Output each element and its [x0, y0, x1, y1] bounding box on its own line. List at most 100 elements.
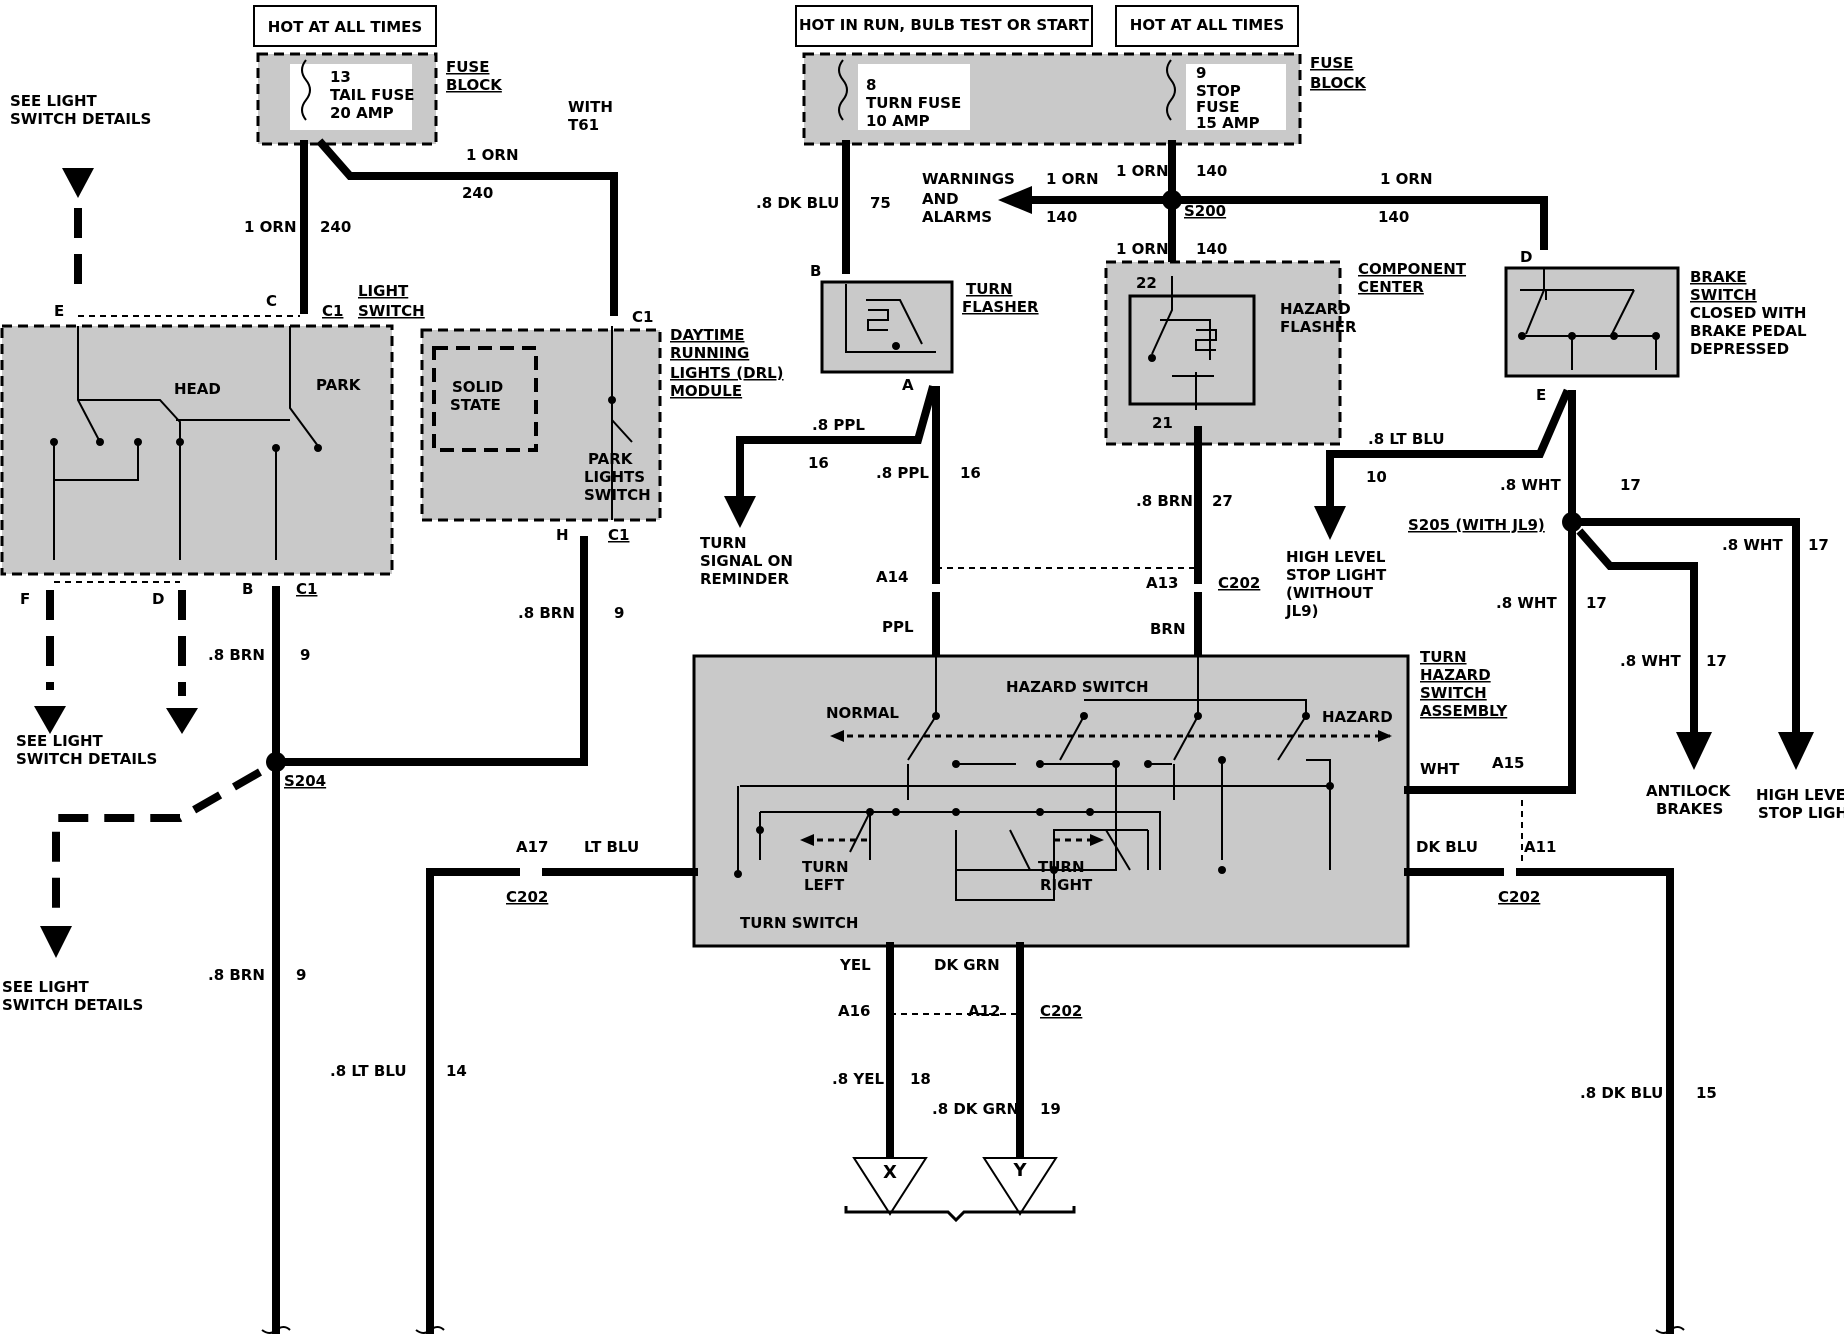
- wire-label-1orn-d: 1 ORN: [1116, 240, 1169, 258]
- see-light-switch-note-mid-2: SWITCH DETAILS: [16, 750, 157, 768]
- offpage-connector-y: Y: [982, 1157, 1058, 1216]
- see-light-switch-note-bottom: SEE LIGHT: [2, 978, 90, 996]
- stop-fuse-name: STOP: [1196, 82, 1241, 100]
- wire-wht-antilock: [1576, 528, 1698, 736]
- wire-ltblu-label: LT BLU: [584, 838, 639, 856]
- svg-text:HOT AT ALL TIMES: HOT AT ALL TIMES: [1130, 16, 1284, 34]
- wire-label-8wht-d: .8 WHT: [1722, 536, 1783, 554]
- wire-orn-140-brake: [1178, 196, 1548, 250]
- fuse-block-label-right-2: BLOCK: [1310, 74, 1367, 92]
- park-lights-switch-label: PARK: [588, 450, 634, 468]
- wire-circuit-9-a: 9: [300, 646, 310, 664]
- hazard-flasher-pin-21: 21: [1152, 414, 1173, 432]
- drl-module-box: [420, 328, 662, 522]
- hot-label-tail: HOT AT ALL TIMES: [253, 5, 437, 47]
- wire-label-8ltblu-14: .8 LT BLU: [330, 1062, 407, 1080]
- arrow-out-s204: [40, 926, 72, 958]
- wire-tail-to-drl: [316, 138, 618, 316]
- solid-state-label: SOLID: [452, 378, 503, 396]
- connector-a13: A13: [1146, 574, 1178, 592]
- turn-left-label: TURN: [802, 858, 849, 876]
- splice-s205-label: S205 (WITH JL9): [1408, 516, 1545, 534]
- wire-ppl-to-reminder: [736, 385, 937, 502]
- drl-c1-top: C1: [632, 308, 653, 326]
- connector-c202-bottom: C202: [1040, 1002, 1082, 1020]
- wire-label-8ppl-b: .8 PPL: [876, 464, 929, 482]
- park-lights-switch-label-2: LIGHTS: [584, 468, 645, 486]
- tail-fuse-symbol: [301, 59, 311, 121]
- brake-switch-label: BRAKE: [1690, 268, 1746, 286]
- brake-switch-box: [1504, 266, 1680, 378]
- drl-module-label-4: MODULE: [670, 382, 742, 400]
- drl-c1-bottom: C1: [608, 526, 629, 544]
- wire-circuit-27: 27: [1212, 492, 1233, 510]
- light-switch-pin-b: B: [242, 580, 253, 598]
- turn-right-label: TURN: [1038, 858, 1085, 876]
- wire-label-1orn-b: 1 ORN: [244, 218, 297, 236]
- turn-fuse-symbol: [838, 59, 848, 121]
- turn-hazard-assembly-label: TURN: [1420, 648, 1467, 666]
- tail-fuse-name: TAIL FUSE: [330, 86, 415, 104]
- antilock-note: ANTILOCK: [1646, 782, 1732, 800]
- splice-s200-label: S200: [1184, 202, 1226, 220]
- splice-s204: [266, 752, 286, 772]
- drl-pin-h: H: [556, 526, 569, 544]
- wire-circuit-19: 19: [1040, 1100, 1061, 1118]
- light-switch-c1-top: C1: [322, 302, 343, 320]
- connector-a12: A12: [968, 1002, 1000, 1020]
- hazard-flasher-box: [1128, 294, 1256, 406]
- wire-circuit-16-b: 16: [960, 464, 981, 482]
- turn-hazard-switch-assembly: [692, 654, 1410, 948]
- wire-label-1orn-e: 1 ORN: [1380, 170, 1433, 188]
- light-switch-label: LIGHT: [358, 282, 409, 300]
- turn-switch-label: TURN SWITCH: [740, 914, 858, 932]
- fuse-block-label-left-2: BLOCK: [446, 76, 503, 94]
- wire-circuit-140-c: 140: [1196, 162, 1227, 180]
- turn-signal-reminder-note-2: SIGNAL ON: [700, 552, 793, 570]
- light-switch-pin-c: C: [266, 292, 277, 310]
- arrow-turn-reminder: [724, 496, 756, 528]
- turn-flasher-label-2: FLASHER: [962, 298, 1039, 316]
- drl-module-label-2: RUNNING: [670, 344, 749, 362]
- wire-label-8dkgrn-19: .8 DK GRN: [932, 1100, 1019, 1118]
- turn-left-label-2: LEFT: [804, 876, 845, 894]
- connector-a14: A14: [876, 568, 908, 586]
- bracket-xy: [844, 1206, 1076, 1223]
- turn-fuse-name: TURN FUSE: [866, 94, 961, 112]
- wire-brn-label: BRN: [1150, 620, 1186, 638]
- connector-c202-top: C202: [1218, 574, 1260, 592]
- wire-label-8yel-18: .8 YEL: [832, 1070, 884, 1088]
- high-level-without-note-3: (WITHOUT: [1286, 584, 1374, 602]
- wire-circuit-75: 75: [870, 194, 891, 212]
- head-label: HEAD: [174, 380, 221, 398]
- hot-label-stop: HOT AT ALL TIMES: [1115, 5, 1299, 47]
- brake-switch-label-3: CLOSED WITH: [1690, 304, 1806, 322]
- light-switch-pin-f: F: [20, 590, 30, 608]
- hot-label-run: HOT IN RUN, BULB TEST OR START: [795, 5, 1093, 47]
- wire-label-8dkblu-75: .8 DK BLU: [756, 194, 839, 212]
- wire-label-8ppl-a: .8 PPL: [812, 416, 865, 434]
- wire-dkblu-15: [1516, 868, 1674, 1334]
- svg-text:X: X: [883, 1162, 897, 1183]
- wire-ppl-label: PPL: [882, 618, 914, 636]
- normal-label: NORMAL: [826, 704, 899, 722]
- hazard-flasher-label-2: FLASHER: [1280, 318, 1357, 336]
- wire-circuit-140-d: 140: [1196, 240, 1227, 258]
- light-switch-label-2: SWITCH: [358, 302, 425, 320]
- wire-circuit-9-b: 9: [296, 966, 306, 984]
- park-lights-switch-label-3: SWITCH: [584, 486, 651, 504]
- see-light-switch-note-bottom-2: SWITCH DETAILS: [2, 996, 143, 1014]
- wire-dkgrn-label: DK GRN: [934, 956, 1000, 974]
- wire-label-8wht-b: .8 WHT: [1496, 594, 1557, 612]
- connector-c202-left: C202: [506, 888, 548, 906]
- wire-label-8brn-27: .8 BRN: [1136, 492, 1193, 510]
- drl-module-label-3: LIGHTS (DRL): [670, 364, 784, 382]
- wire-circuit-14: 14: [446, 1062, 467, 1080]
- wire-label-8dkblu-15: .8 DK BLU: [1580, 1084, 1663, 1102]
- with-t61-note: WITH: [568, 98, 613, 116]
- wire-wht-label: WHT: [1420, 760, 1460, 778]
- solid-state-box: [432, 346, 538, 452]
- warnings-note-2: AND: [922, 190, 959, 208]
- turn-flasher-box: [820, 280, 954, 374]
- connector-a11: A11: [1524, 838, 1556, 856]
